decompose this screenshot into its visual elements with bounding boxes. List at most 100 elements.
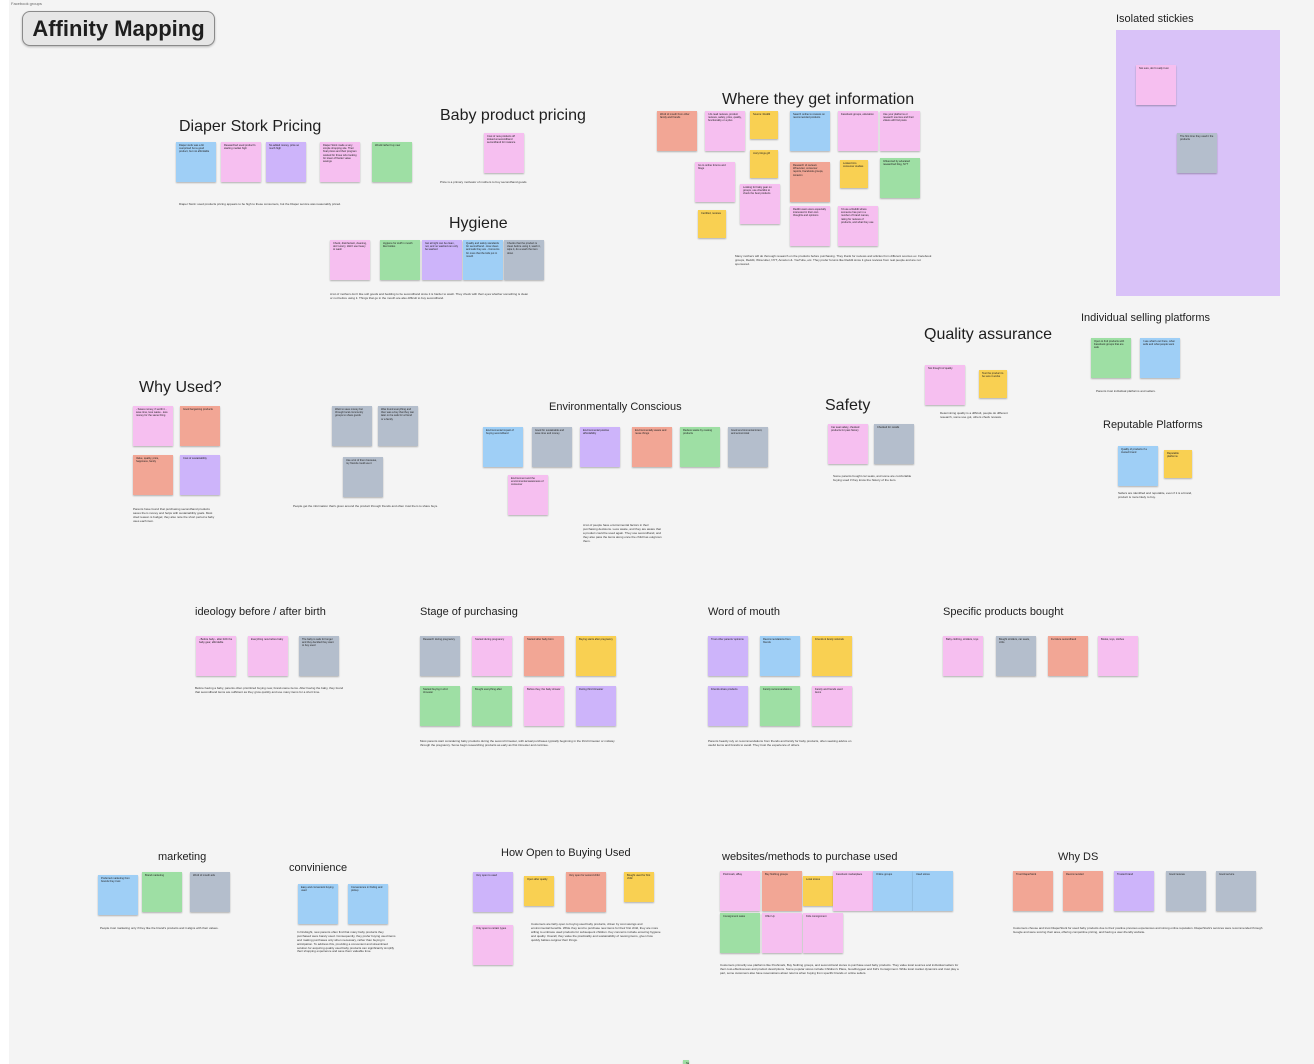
sticky-note[interactable]: Value, quality, price, happiness, family xyxy=(133,455,173,495)
sticky-note[interactable]: Test the product to be sure it works xyxy=(979,370,1007,398)
cluster-summary-note[interactable]: Diaper Stork: used products pricing appe… xyxy=(179,203,341,206)
sticky-note[interactable]: Consignment sales xyxy=(720,913,760,953)
sticky-note[interactable]: Neighbors xyxy=(683,1060,689,1064)
sticky-note[interactable]: Looking for baby gear on groups, use che… xyxy=(740,184,780,224)
sticky-note[interactable]: Checked for recalls xyxy=(874,424,914,464)
sticky-note[interactable]: I do read reviews, product reviews, safe… xyxy=(705,111,745,151)
sticky-note[interactable]: Local stores xyxy=(803,876,833,906)
sticky-note[interactable]: Online groups xyxy=(873,871,913,911)
sticky-note[interactable]: Good bargaining products xyxy=(180,406,220,446)
cluster-summary-note[interactable]: Sellers are identified and reputable, ev… xyxy=(1118,492,1193,499)
sticky-note[interactable]: Before they, the baby shower xyxy=(524,686,564,726)
sticky-note[interactable]: Cost of new products off looked at secon… xyxy=(484,133,524,173)
sticky-note[interactable]: Certified, reviews xyxy=(698,210,726,238)
sticky-note[interactable]: Kids consignment xyxy=(803,913,843,953)
cluster-summary-note[interactable]: In hindsight, new parents often find tha… xyxy=(297,931,396,954)
sticky-note[interactable]: Trust other parents' opinions xyxy=(708,636,748,676)
sticky-note[interactable]: Would rather buy new xyxy=(372,142,412,182)
sticky-note[interactable]: Trusted brand xyxy=(1114,871,1154,911)
sticky-note[interactable]: Convenience in finding and pickup xyxy=(348,884,388,924)
sticky-note[interactable]: Trust DiaperStork xyxy=(1013,871,1053,911)
sticky-note[interactable]: I see what's out there, what sells and w… xyxy=(1140,338,1180,378)
sticky-note[interactable]: Baby clothing, strollers, toys xyxy=(943,636,983,676)
sticky-note[interactable]: Good service xyxy=(1216,871,1256,911)
sticky-note[interactable]: - Saves money, if worth it - save time, … xyxy=(133,406,173,446)
sticky-note[interactable]: Books, toys, clothes xyxy=(1098,636,1138,676)
sticky-note[interactable]: Friends share products xyxy=(708,686,748,726)
sticky-note[interactable]: Environmental positive affordability xyxy=(580,427,620,467)
sticky-note[interactable]: I'd use a Reddit where someone has put i… xyxy=(838,206,878,246)
cluster-title-where-info[interactable]: Where they get information xyxy=(722,91,915,108)
cluster-title-safety[interactable]: Safety xyxy=(825,397,871,414)
sticky-note[interactable]: Family and friends used items xyxy=(812,686,852,726)
sticky-note[interactable]: Recommendations from friends xyxy=(760,636,800,676)
sticky-note[interactable]: Preferred marketing from brands they tru… xyxy=(98,875,138,915)
sticky-note[interactable]: Started buying in 2nd trimester xyxy=(420,686,460,726)
sticky-note[interactable]: Quality of products if a trusted brand xyxy=(1118,446,1158,486)
sticky-note[interactable]: The first time they used it the products xyxy=(1177,133,1217,173)
sticky-note[interactable]: Want to save money but through local com… xyxy=(332,406,372,446)
sticky-note[interactable]: Use a lot of them because, my friends co… xyxy=(343,457,383,497)
sticky-note[interactable]: Not thought of quality xyxy=(925,365,965,405)
sticky-note[interactable]: Facebook groups, education xyxy=(838,111,878,151)
sticky-note[interactable]: Furniture secondhand xyxy=(1048,636,1088,676)
sticky-note[interactable]: Check, disinfectant, cleaning, don't wor… xyxy=(330,240,370,280)
cluster-title-diaper-stork[interactable]: Diaper Stork Pricing xyxy=(179,118,322,135)
cluster-title-ideology[interactable]: ideology before / after birth xyxy=(195,606,326,618)
sticky-note[interactable]: Open to find products with Facebook grou… xyxy=(1091,338,1131,378)
sticky-note[interactable]: Looked into consumer studies xyxy=(840,160,868,188)
sticky-note[interactable]: Everything new before baby xyxy=(248,636,288,676)
cluster-summary-note[interactable]: Some parents bought car seats, and some … xyxy=(833,475,912,482)
cluster-summary-note[interactable]: People trust marketing only if they like… xyxy=(100,927,219,930)
sticky-note[interactable]: Used stores xyxy=(913,871,953,911)
cluster-title-quality[interactable]: Quality assurance xyxy=(924,326,1053,343)
cluster-summary-note[interactable]: A lot of mothers don't like soft goods a… xyxy=(330,293,529,300)
sticky-note[interactable]: Environmentally aware and reuse things xyxy=(632,427,672,467)
sticky-note[interactable]: Reduce waste by reusing products xyxy=(680,427,720,467)
sticky-note[interactable]: Not sure, don't really trust xyxy=(1136,65,1176,105)
sticky-note[interactable]: Family recommendations xyxy=(760,686,800,726)
sticky-note[interactable]: Influenced by educated researched blog, … xyxy=(880,158,920,198)
sticky-note[interactable]: Get all right can be clean, not, and no … xyxy=(422,240,462,280)
cluster-title-stage[interactable]: Stage of purchasing xyxy=(420,606,518,618)
sticky-note[interactable]: Search online to reviews on recommended … xyxy=(790,111,830,151)
sticky-note[interactable]: Environmental impact of buying secondhan… xyxy=(483,427,523,467)
cluster-summary-note[interactable]: Price is a primary motivator of mothers … xyxy=(440,181,527,184)
sticky-note[interactable]: Bought everything after xyxy=(472,686,512,726)
sticky-note[interactable]: Reputable platforms xyxy=(1164,450,1192,478)
cluster-summary-note[interactable]: Before having a baby, parents often prio… xyxy=(195,687,344,694)
sticky-note[interactable]: Environment and the environmental awaren… xyxy=(508,475,548,515)
cluster-summary-note[interactable]: A lot of people have environmental facto… xyxy=(583,524,662,543)
cluster-title-why-ds[interactable]: Why DS xyxy=(1058,851,1099,863)
cluster-summary-note[interactable]: Determining quality is a difficult, peop… xyxy=(940,412,1008,419)
cluster-summary-note[interactable]: Customers are fairly open to buying used… xyxy=(531,923,661,942)
sticky-note[interactable]: Very open for second child xyxy=(566,872,606,912)
cluster-summary-note[interactable]: Many mothers will do thorough research o… xyxy=(735,255,932,266)
cluster-summary-note[interactable]: Customers primarily use platforms like P… xyxy=(720,964,959,975)
sticky-note[interactable]: Go to online forums and blogs xyxy=(695,162,735,202)
sticky-note[interactable]: Source: Reddit xyxy=(750,111,778,139)
sticky-note[interactable]: Reddit users were especially interested … xyxy=(790,206,830,246)
sticky-note[interactable]: No added money, price so much high xyxy=(266,142,306,182)
sticky-note[interactable]: The baby is safe for longer and they dec… xyxy=(299,636,339,676)
sticky-note[interactable]: Research of reviews: Wirecutter, consume… xyxy=(790,162,830,202)
board-title[interactable]: Affinity Mapping xyxy=(22,11,215,46)
sticky-note[interactable]: Good for sustainable and save time and m… xyxy=(532,427,572,467)
sticky-note[interactable]: Very open to used xyxy=(473,872,513,912)
cluster-title-marketing[interactable]: marketing xyxy=(158,851,207,863)
cluster-summary-note[interactable]: Parents have found that purchasing secon… xyxy=(133,508,215,523)
sticky-note[interactable]: Started after baby born xyxy=(524,636,564,676)
sticky-note[interactable]: Bought strollers, car seats, cribs xyxy=(996,636,1036,676)
sticky-note[interactable]: Researched used product's starting marke… xyxy=(221,142,261,182)
sticky-note[interactable]: Facebook marketplace xyxy=(833,871,873,911)
cluster-title-why-used[interactable]: Why Used? xyxy=(139,379,222,396)
sticky-note[interactable]: Use your platforms or research sources a… xyxy=(880,111,920,151)
sticky-note[interactable]: Recommended xyxy=(1063,871,1103,911)
sticky-note[interactable]: Offer Up xyxy=(762,913,802,953)
sticky-note[interactable]: Research during pregnancy xyxy=(420,636,460,676)
sticky-note[interactable]: Quality and safety standards for secondh… xyxy=(463,240,503,280)
sticky-note[interactable]: Car seat safety, checked products for pa… xyxy=(828,424,868,464)
sticky-note[interactable]: Was found everything and then was a buy … xyxy=(378,406,418,446)
sticky-note[interactable]: Open after quality xyxy=(524,876,554,906)
